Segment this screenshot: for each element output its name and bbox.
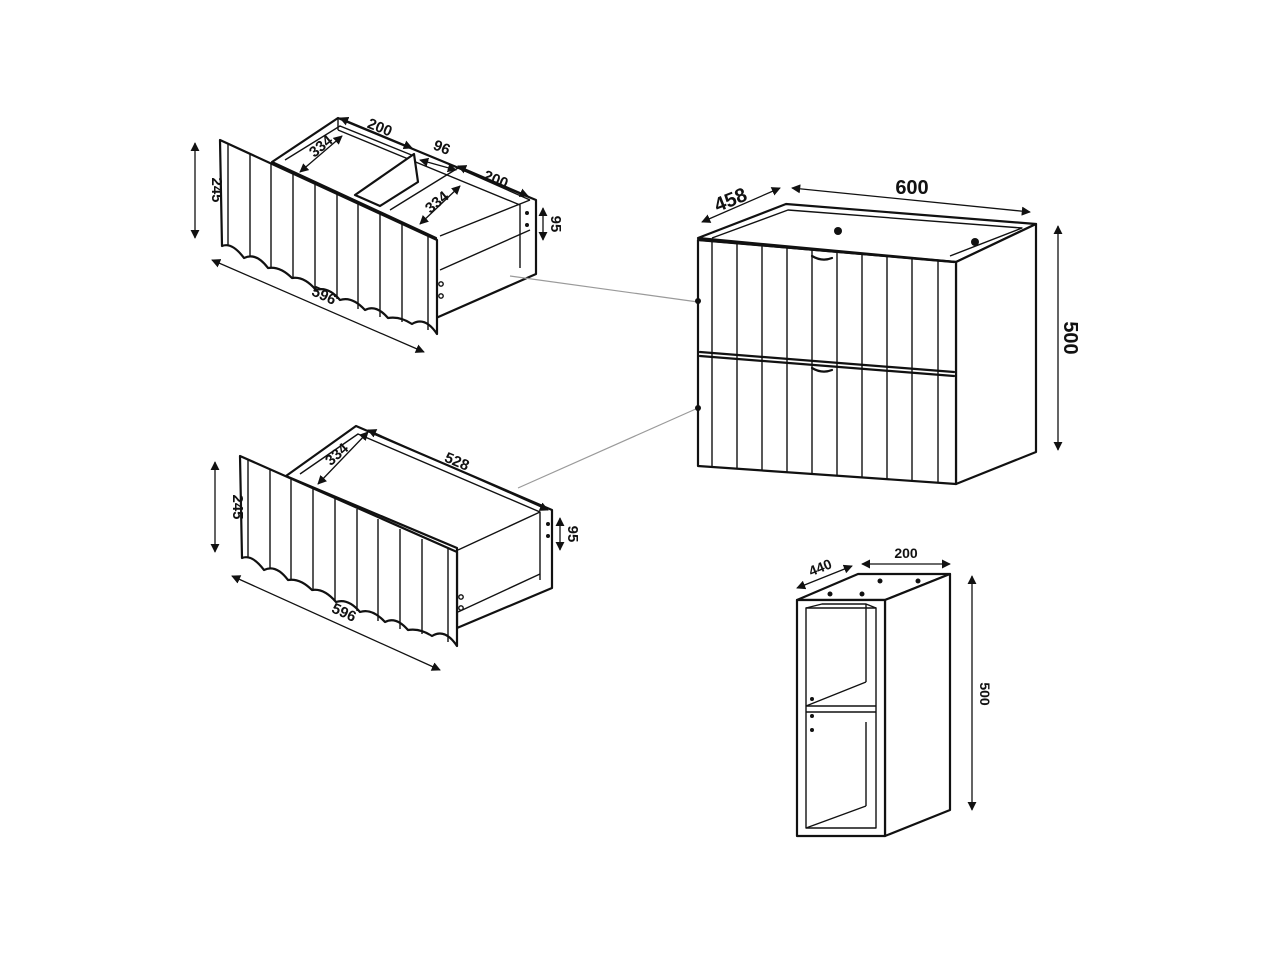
bottom-drawer: 245 596 334 528 95 bbox=[210, 424, 581, 671]
dim-height-500: 500 bbox=[977, 682, 993, 706]
dim-side-height-95: 95 bbox=[547, 216, 564, 233]
dim-height-245: 245 bbox=[208, 177, 225, 202]
dim-width-600: 600 bbox=[895, 177, 928, 199]
side-cabinet: 440 200 500 bbox=[795, 545, 993, 838]
main-cabinet: 458 600 500 bbox=[695, 177, 1081, 486]
dim-gap-96: 96 bbox=[431, 137, 453, 159]
dim-width-200: 200 bbox=[894, 545, 918, 561]
dim-depth-440: 440 bbox=[806, 555, 834, 579]
dim-depth-458: 458 bbox=[711, 184, 750, 217]
leader-line-bottom bbox=[517, 407, 699, 489]
top-drawer: 245 596 334 200 96 334 200 95 bbox=[190, 115, 564, 353]
leader-line-top bbox=[509, 275, 699, 303]
dim-height-500: 500 bbox=[1059, 321, 1081, 354]
dim-height-245: 245 bbox=[229, 494, 246, 519]
dim-side-height-95: 95 bbox=[564, 526, 581, 543]
